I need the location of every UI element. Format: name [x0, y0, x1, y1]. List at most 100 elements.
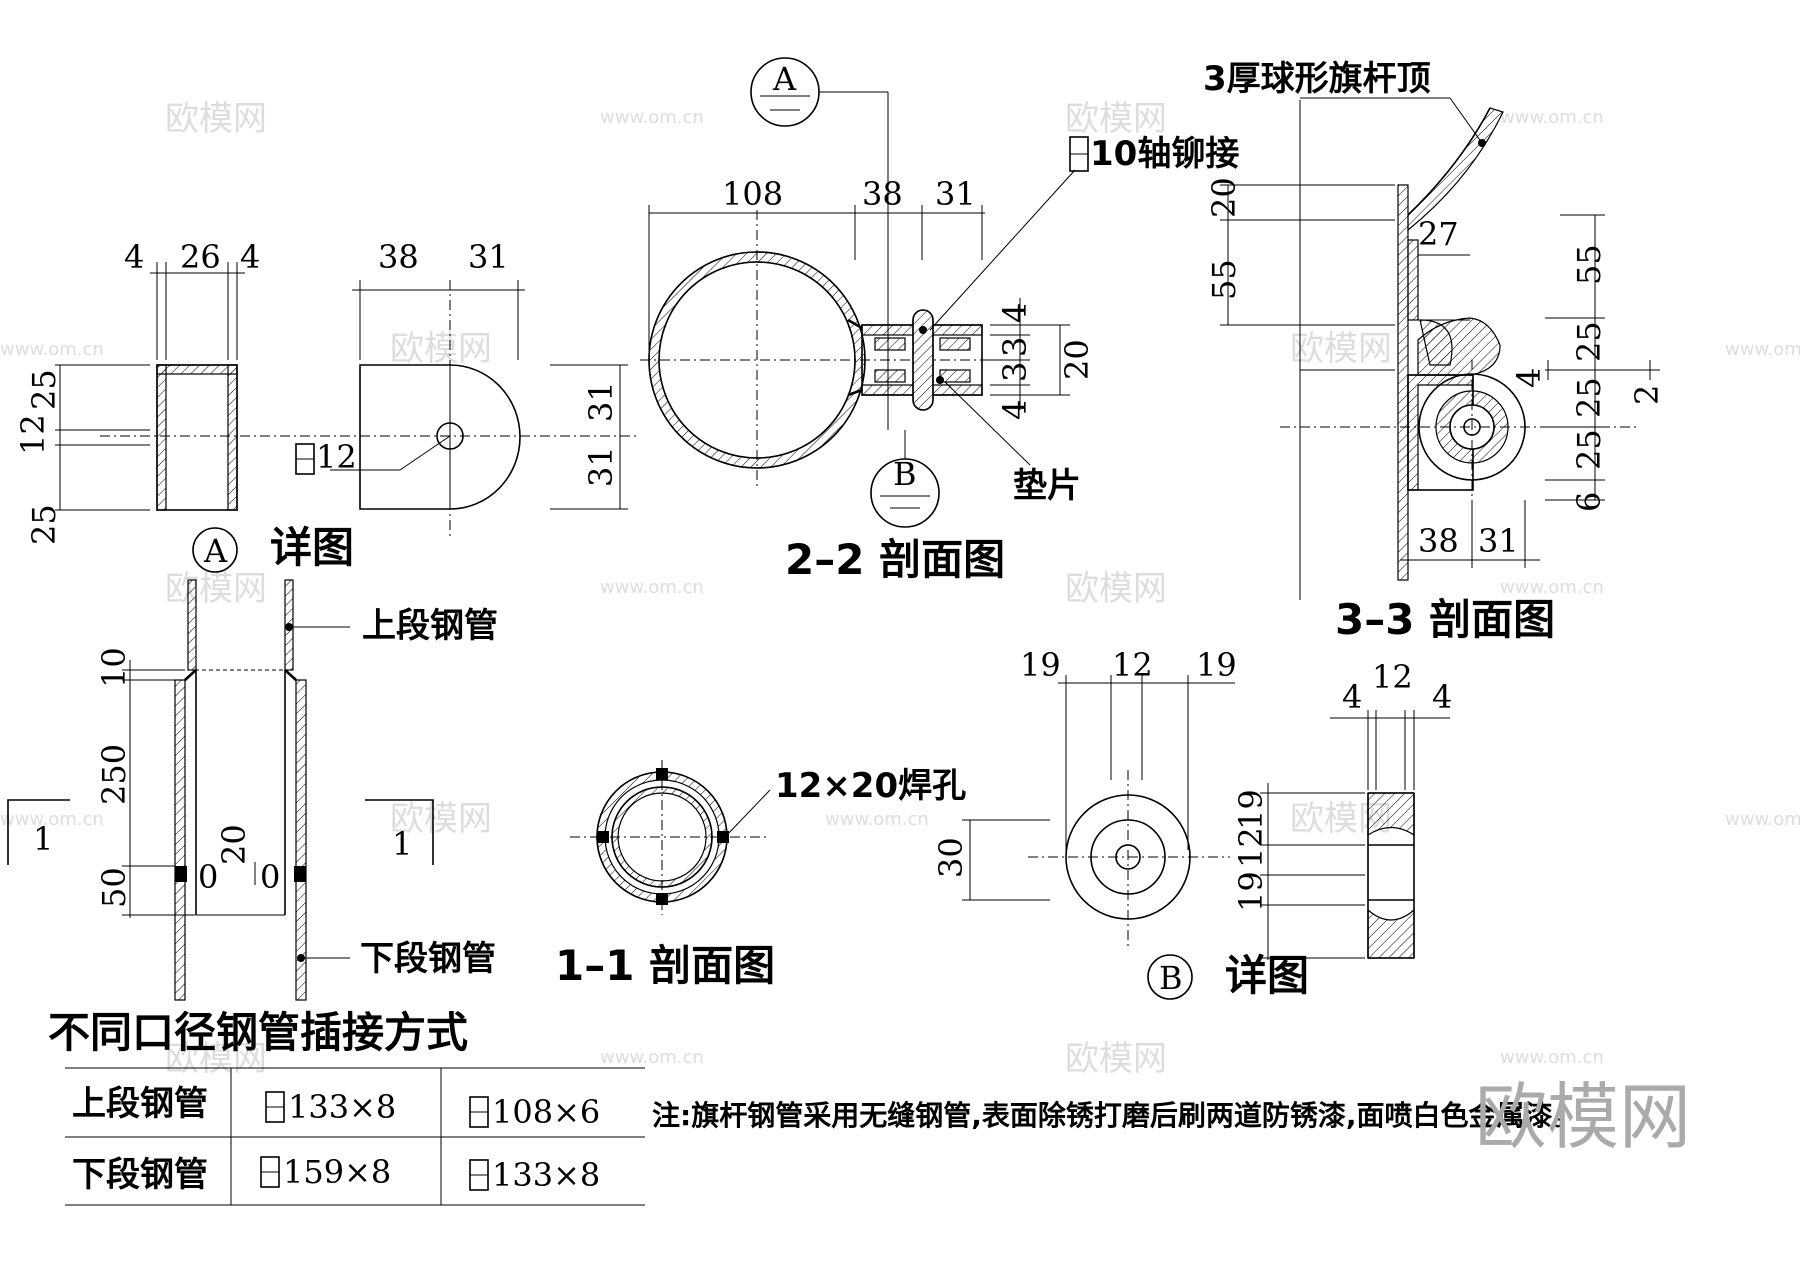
watermark-logo: 欧模网 [1065, 569, 1167, 609]
dim-27: 27 [1418, 215, 1459, 253]
detail-a: 4 26 4 38 31 25 12 25 31 31 12 A 详图 [14, 238, 640, 573]
hatch-right [227, 364, 238, 511]
dim-31: 31 [1478, 522, 1519, 560]
weld-hole-note: 12×20焊孔 [775, 766, 966, 806]
section-marker-a-label: A [772, 60, 797, 98]
dim-4-bottom: 4 [996, 400, 1034, 420]
dim-25-a: 25 [1570, 321, 1608, 362]
watermark-logo: 欧模网 [1065, 99, 1167, 139]
section-cut-left-label: 1 [33, 820, 53, 858]
inner-plate [1407, 239, 1419, 321]
pipe-wall-hatch [648, 251, 866, 469]
table-row-label: 下段钢管 [72, 1155, 208, 1195]
watermark-logo: 欧模网 [1065, 1039, 1167, 1079]
leader-line [944, 381, 1031, 466]
section-cut-right-label: 1 [392, 825, 412, 863]
weld-hole-bottom [656, 893, 668, 905]
watermark-logo: 欧模网 [165, 99, 267, 139]
dim-25-c: 25 [1570, 429, 1608, 470]
hatch-top [156, 364, 238, 375]
dim-25-top: 25 [25, 369, 63, 410]
weld-hole-top [656, 768, 668, 780]
dim-3-bottom: 3 [996, 362, 1034, 382]
dim-4-right: 4 [240, 238, 260, 276]
leader-line [929, 169, 1076, 331]
weld-hole-right [717, 831, 729, 843]
weld-hole-left [597, 831, 609, 843]
hatch-left [156, 364, 167, 511]
watermark-logo: 欧模网 [165, 569, 267, 609]
dim-30: 30 [932, 837, 970, 878]
dim-50: 50 [95, 867, 133, 908]
dim-38: 38 [378, 238, 419, 276]
dim-19-top: 19 [1232, 789, 1270, 830]
dim-26: 26 [180, 238, 221, 276]
brand-watermark: 欧模网 [1475, 1075, 1691, 1159]
leader-line [399, 435, 451, 471]
table-cell: 159×8 [283, 1153, 391, 1191]
watermark-url: www.om.cn [825, 809, 929, 830]
tube-section-left [156, 364, 238, 511]
dim-12: 12 [1112, 646, 1153, 684]
dim-3-top: 3 [996, 337, 1034, 357]
dim-250: 250 [95, 744, 133, 805]
detail-marker-b [1147, 954, 1193, 1000]
dim-31-top: 31 [582, 381, 620, 422]
detail-b: 19 12 19 30 4 12 4 19 12 19 B 详图 [932, 646, 1452, 1000]
watermark-logo: 欧模网 [1290, 329, 1392, 369]
dim-0-right: 0 [260, 858, 280, 896]
section-cut-right [365, 799, 434, 865]
pin-note: 12 [316, 438, 357, 476]
dim-20: 20 [1205, 177, 1243, 218]
lower-pipe-label: 下段钢管 [360, 939, 496, 979]
material-note: 注:旗杆钢管采用无缝钢管,表面除锈打磨后刷两道防锈漆,面喷白色金属漆。 [652, 1099, 1580, 1132]
dim-6: 6 [1570, 492, 1608, 512]
dim-19-bottom: 19 [1232, 871, 1270, 912]
dim-4-top: 4 [996, 303, 1034, 323]
weld-hole [294, 866, 306, 882]
table-row-label: 上段钢管 [72, 1084, 208, 1124]
watermark-url: www.om.cn [0, 809, 104, 830]
watermark-url: www.om.cn [1500, 577, 1604, 598]
watermark-logo: 欧模网 [390, 799, 492, 839]
dim-2: 2 [1628, 385, 1666, 405]
table-title: 不同口径钢管插接方式 [48, 1008, 468, 1057]
dim-0-left: 0 [198, 858, 218, 896]
pipe-wall [1397, 184, 1409, 581]
watermark-url: www.om.cn [600, 577, 704, 598]
section-3-3: 3厚球形旗杆顶 27 20 55 55 25 25 [1203, 59, 1666, 644]
detail-marker-b-label: B [1159, 959, 1183, 997]
watermark-logo: 欧模网 [390, 329, 492, 369]
upper-pipe-wall-left [187, 579, 197, 671]
section-cut-left [7, 799, 70, 865]
dim-20: 20 [215, 824, 253, 865]
watermark-url: www.om.cn [1725, 809, 1800, 830]
detail-marker-a [192, 527, 238, 573]
dim-38: 38 [1418, 522, 1459, 560]
weld-hole [175, 866, 187, 882]
dim-4-left: 4 [124, 238, 144, 276]
dim-10: 10 [95, 647, 133, 688]
section-2-2-title: 2–2 剖面图 [785, 535, 1005, 584]
dim-19-right: 19 [1196, 646, 1237, 684]
dim-4-left: 4 [1342, 678, 1362, 716]
detail-b-title: 详图 [1225, 951, 1309, 1000]
leader-line [1449, 97, 1483, 144]
leader-line [724, 789, 771, 838]
dim-12: 12 [14, 414, 52, 455]
lower-pipe-wall-left [174, 679, 186, 1001]
dim-55-left: 55 [1205, 259, 1243, 300]
dim-20: 20 [1058, 339, 1096, 380]
watermark-url: www.om.cn [600, 1047, 704, 1068]
dim-12-mid: 12 [1232, 827, 1270, 868]
dim-108: 108 [722, 175, 783, 213]
watermark-url: www.om.cn [0, 339, 104, 360]
table-cell: 133×8 [288, 1088, 396, 1126]
dim-19-left: 19 [1020, 646, 1061, 684]
rivet-note: 10轴铆接 [1090, 134, 1239, 174]
weld-mark [847, 318, 863, 397]
watermark-logo: 欧模网 [165, 1039, 267, 1079]
dim-38: 38 [862, 175, 903, 213]
table-cell: 108×6 [492, 1093, 600, 1131]
